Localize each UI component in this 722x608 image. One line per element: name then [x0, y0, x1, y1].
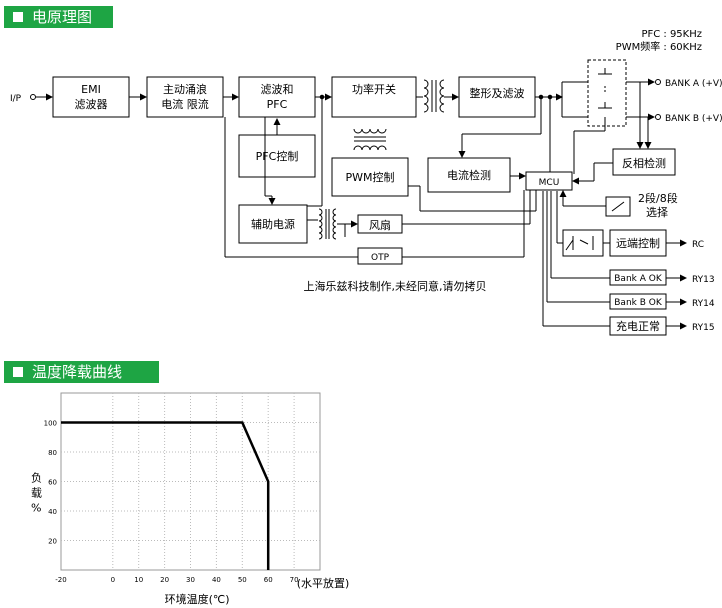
inrush-label-1: 主动涌浪 — [163, 82, 207, 96]
ry15-output: RY15 — [692, 323, 715, 333]
remote-control-label: 远端控制 — [616, 236, 660, 250]
x-axis-label: 环境温度(℃) — [165, 592, 230, 606]
switch-icon — [611, 201, 625, 212]
charge-ok-label: 充电正常 — [616, 319, 660, 333]
inrush-label-2: 电流 限流 — [161, 97, 209, 111]
y-tick-label: 60 — [48, 479, 57, 487]
feedback-detect-block — [612, 148, 676, 176]
ry14-output: RY14 — [692, 299, 715, 309]
bank-a-ok-label: Bank A OK — [614, 274, 663, 284]
transformer-icon — [353, 128, 387, 151]
rc-output: RC — [692, 240, 704, 250]
aux-power-block — [238, 204, 308, 244]
switch-label-2: 选择 — [646, 205, 668, 219]
filter-pfc-label-1: 滤波和 — [261, 83, 294, 96]
derating-header: 温度降载曲线 — [4, 361, 159, 383]
bank-b-ok-label: Bank B OK — [614, 298, 663, 308]
input-terminal — [30, 94, 36, 100]
feedback-label: 反相检测 — [622, 156, 666, 170]
y-tick-label: 40 — [48, 508, 57, 516]
emi-filter-label: 滤波器 — [75, 98, 108, 111]
input-label: I/P — [10, 94, 22, 104]
x-tick-label: 0 — [111, 576, 115, 584]
y-axis-label-char: 负 — [31, 471, 42, 485]
derating-title: 温度降载曲线 — [32, 363, 123, 381]
pwm-frequency: PWM频率 : 60KHz — [616, 40, 702, 53]
fan-label: 风扇 — [369, 218, 391, 232]
power-switch-label: 功率开关 — [352, 82, 396, 96]
ry13-output: RY13 — [692, 275, 715, 285]
transformer-icon — [423, 79, 445, 113]
x-tick-label: 40 — [212, 576, 221, 584]
y-axis-label-char: 载 — [31, 487, 42, 500]
x-tick-label: 60 — [264, 576, 273, 584]
pfc-frequency: PFC : 95KHz — [641, 29, 702, 40]
y-axis-label-char: % — [31, 502, 41, 515]
bank-a-output: BANK A (+V) — [665, 79, 722, 89]
derating-curve — [61, 421, 270, 570]
switch-label-1: 2段/8段 — [638, 191, 678, 205]
x-tick-label: 20 — [160, 576, 169, 584]
block-diagram-title: 电原理图 — [32, 8, 93, 26]
pwm-control-block — [331, 157, 409, 197]
square-icon — [13, 12, 23, 22]
copyright-note: 上海乐兹科技制作,未经同意,请勿拷贝 — [304, 279, 487, 293]
current-detect-block — [427, 157, 511, 193]
x-tick-label: 50 — [238, 576, 247, 584]
otp-label: OTP — [371, 253, 390, 263]
transformer-icon — [318, 208, 337, 240]
y-tick-label: 100 — [44, 420, 57, 428]
rectifier-label: 整形及滤波 — [470, 86, 525, 100]
y-tick-label: 20 — [48, 538, 57, 546]
x-tick-label: 70 — [290, 576, 299, 584]
x-tick-label: 10 — [134, 576, 143, 584]
x-tick-label: 30 — [186, 576, 195, 584]
square-icon — [13, 367, 23, 377]
x-axis-note: (水平放置) — [297, 576, 350, 590]
otp-block — [357, 247, 403, 265]
bank-b-output: BANK B (+V) — [665, 114, 722, 124]
emi-label: EMI — [81, 83, 101, 96]
mcu-label: MCU — [539, 178, 560, 188]
y-tick-label: 80 — [48, 449, 57, 457]
filter-pfc-label-2: PFC — [267, 98, 288, 111]
pfc-control-label: PFC控制 — [256, 149, 299, 163]
x-tick-label: -20 — [55, 576, 66, 584]
pwm-control-label: PWM控制 — [345, 170, 394, 184]
aux-power-label: 辅助电源 — [251, 217, 295, 231]
output-switch-box — [587, 59, 627, 127]
block-diagram-header: 电原理图 — [4, 6, 113, 28]
current-detect-label: 电流检测 — [447, 168, 491, 182]
